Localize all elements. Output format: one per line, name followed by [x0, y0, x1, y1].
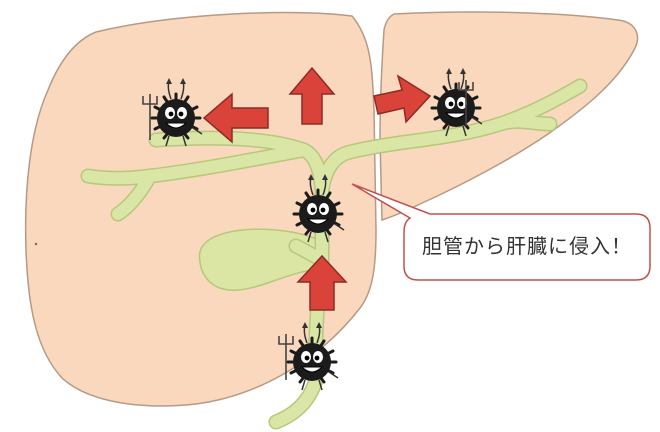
- callout-bubble: [351, 183, 651, 281]
- callout-text: 胆管から肝臓に侵入！: [422, 234, 632, 258]
- arrow-up-lower: [296, 254, 348, 311]
- arrow-up: [288, 66, 336, 125]
- liver-right-lobe: [24, 11, 377, 407]
- speck: [34, 242, 38, 246]
- arrow-right: [373, 74, 432, 124]
- arrow-left: [202, 92, 269, 144]
